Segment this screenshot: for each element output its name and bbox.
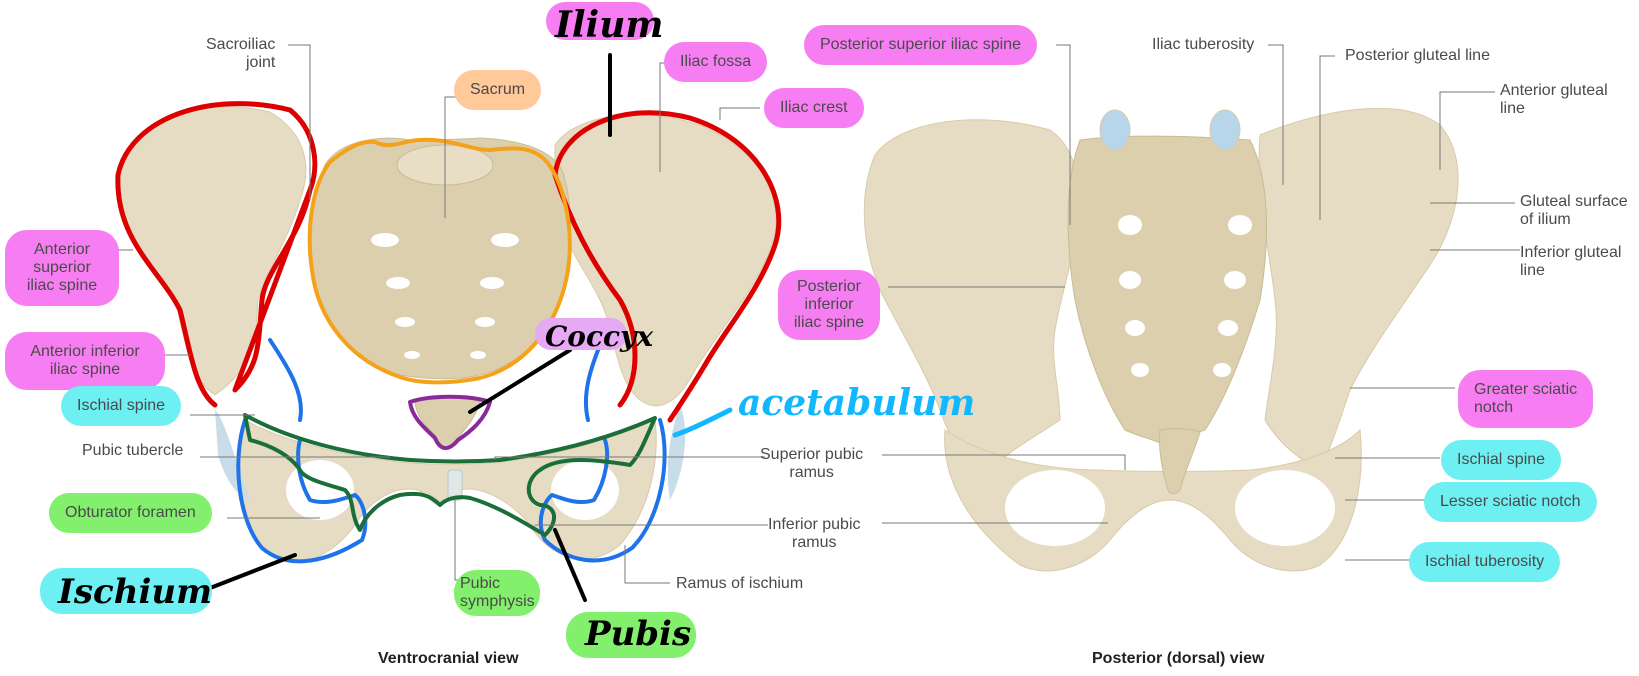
posterior-facet: [1209, 109, 1241, 151]
pill-posterior-inferior-iliac-spine: Posterior inferior iliac spine: [778, 270, 880, 340]
label-ramus-of-ischium: Ramus of ischium: [676, 575, 804, 592]
sacral-foramen: [491, 233, 519, 247]
ilium-outline-left: [115, 101, 318, 408]
label-inferior-pubic-ramus: Inferior pubic ramus: [768, 516, 861, 551]
right-obturator-hole: [551, 460, 619, 520]
coccyx-outline: [408, 394, 492, 450]
pill-coccyx: [535, 318, 627, 350]
ischium-outline-left: [236, 338, 368, 564]
hand-label-acetabulum: acetabulum: [738, 382, 976, 424]
sacral-foramen: [480, 277, 504, 289]
pill-pubis: [566, 612, 696, 658]
posterior-sacrum: [1067, 135, 1268, 446]
pill-ischium: [40, 568, 212, 614]
right-acetabulum: [667, 405, 686, 500]
pill-ischial-tuberosity: Ischial tuberosity: [1409, 542, 1561, 582]
posterior-foramen: [1118, 215, 1142, 235]
right-pelvis-bones: [863, 107, 1459, 572]
left-acetabulum: [215, 410, 250, 500]
annotation-strokes: [203, 53, 612, 602]
sacrum-outline: [307, 137, 572, 385]
right-ilium-wing: [554, 114, 777, 407]
sacral-foramen: [395, 317, 415, 327]
pill-iliac-crest: Iliac crest: [764, 88, 864, 128]
pill-lesser-sciatic-notch: Lesser sciatic notch: [1424, 482, 1597, 522]
hand-label-ischium: Ischium: [58, 572, 213, 612]
pill-obturator-foramen: Obturator foramen: [49, 493, 212, 533]
pill-greater-sciatic-notch: Greater sciatic notch: [1458, 370, 1594, 428]
posterior-foramen: [1228, 215, 1252, 235]
posterior-facet: [1099, 109, 1131, 151]
pubis-outline: [243, 413, 657, 537]
label-iliac-tuberosity: Iliac tuberosity: [1152, 36, 1255, 53]
hand-label-pubis: Pubis: [585, 614, 692, 654]
posterior-foramen: [1213, 363, 1231, 377]
leader-lines-right: [882, 44, 1520, 561]
ischium-pointer-line: [203, 553, 297, 592]
pill-sacrum: Sacrum: [454, 70, 542, 110]
posterior-foramen: [1218, 320, 1238, 336]
posterior-coccyx: [1159, 428, 1201, 495]
posterior-foramen: [1119, 271, 1141, 289]
sacral-foramen: [404, 351, 420, 359]
posterior-left-ilium: [863, 119, 1081, 471]
posterior-foramen: [1125, 320, 1145, 336]
label-posterior-gluteal-line: Posterior gluteal line: [1345, 47, 1490, 64]
label-sacroiliac-joint: Sacroiliac joint: [206, 36, 276, 71]
coccyx-shape: [414, 395, 481, 448]
posterior-foramen: [1224, 271, 1246, 289]
pill-iliac-fossa: Iliac fossa: [664, 42, 768, 82]
leader-lines-left: [118, 44, 768, 584]
pill-anterior-superior-iliac-spine: Anterior superior iliac spine: [5, 230, 119, 306]
posterior-right-ilium: [1258, 107, 1459, 471]
sacral-foramen: [475, 317, 495, 327]
caption-posterior-view: Posterior (dorsal) view: [1092, 650, 1265, 667]
region-outlines: [115, 101, 782, 564]
posterior-foramen: [1131, 363, 1149, 377]
hand-label-coccyx: Coccyx: [545, 320, 654, 353]
posterior-right-opening: [1235, 470, 1335, 546]
pill-ischial-spine-right: Ischial spine: [1441, 440, 1562, 480]
acetabulum-pointer-line: [672, 407, 733, 438]
ilium-outline-right: [552, 110, 782, 423]
sacral-foramen: [371, 233, 399, 247]
posterior-left-opening: [1005, 470, 1105, 546]
label-gluteal-surface: Gluteal surface of ilium: [1520, 193, 1628, 228]
pubis-pointer-line: [553, 528, 587, 602]
label-superior-pubic-ramus: Superior pubic ramus: [760, 446, 864, 481]
pill-pubic-symphysis: Pubic symphysis: [454, 570, 540, 616]
pill-anterior-inferior-iliac-spine: Anterior inferior iliac spine: [5, 332, 165, 390]
hand-label-ilium: Ilium: [555, 4, 664, 46]
pill-ischial-spine-left: Ischial spine: [61, 386, 182, 426]
caption-ventrocranial-view: Ventrocranial view: [378, 650, 519, 667]
sacral-foramen: [386, 277, 410, 289]
label-anterior-gluteal-line: Anterior gluteal line: [1500, 82, 1608, 117]
pill-posterior-superior-iliac-spine: Posterior superior iliac spine: [804, 25, 1037, 65]
pill-ilium: [546, 2, 654, 40]
label-inferior-gluteal-line: Inferior gluteal line: [1520, 244, 1622, 279]
sacral-foramen: [470, 351, 486, 359]
label-pubic-tubercle: Pubic tubercle: [82, 442, 184, 459]
left-pelvis-bones: [117, 106, 777, 562]
coccyx-pointer-line: [468, 348, 572, 414]
